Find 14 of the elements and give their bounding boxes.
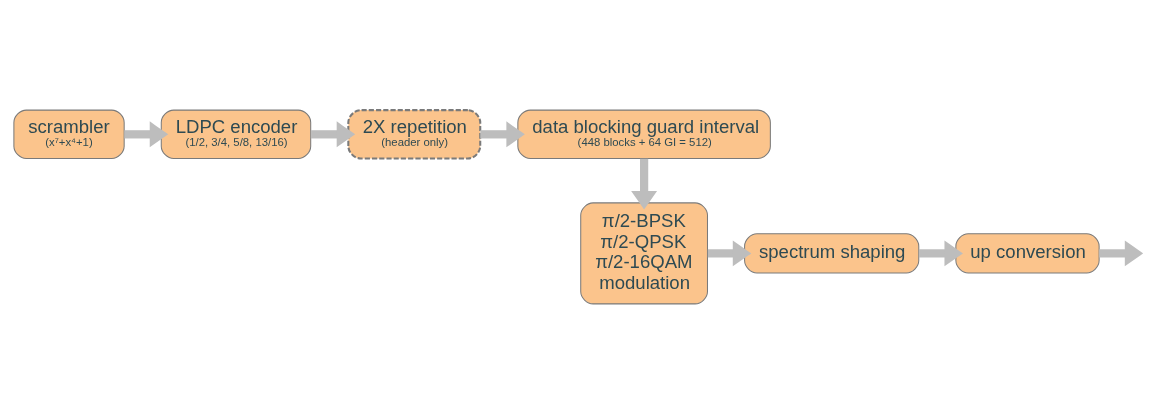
arrow [1099,239,1143,266]
arrow [480,120,525,147]
arrow [124,120,169,147]
arrow [918,239,963,266]
arrow [310,120,356,147]
node-box: 2X repetition (header only) [347,108,482,160]
node-box: LDPC encoder (1/2, 3/4, 5/8, 13/16) [160,109,312,159]
node-box: data blocking guard interval (448 blocks + 64 GI = 512) [517,109,771,159]
node-box: spectrum shaping [744,232,920,273]
node-box: π/2-BPSK π/2-QPSK π/2-16QAM modulation [580,201,708,304]
arrow [707,239,752,266]
node-box: scrambler (x⁷+x⁴+1) [13,109,125,159]
node-box: up conversion [955,232,1100,273]
arrow [631,158,658,210]
